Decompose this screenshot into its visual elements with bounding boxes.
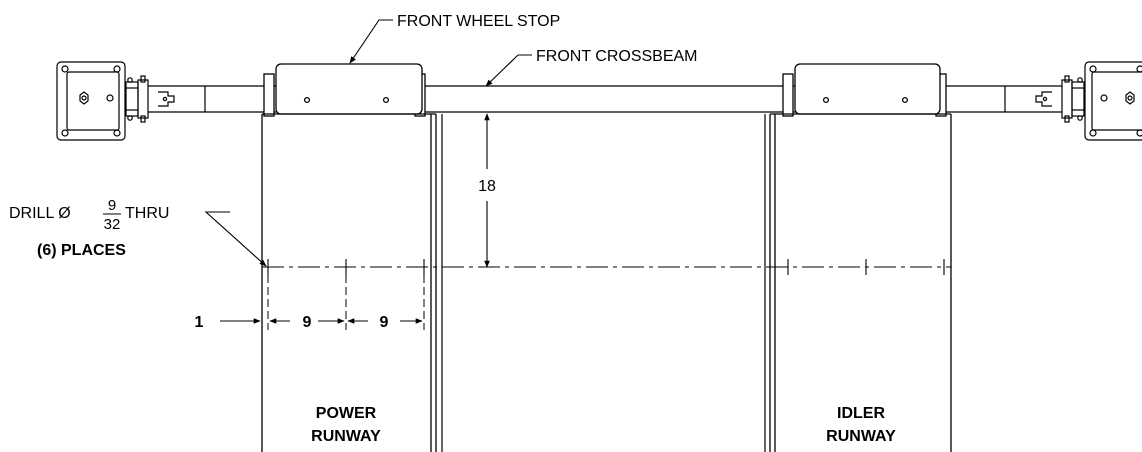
vertical-dimension-value: 18 — [478, 178, 496, 195]
idler-runway-label-2: RUNWAY — [826, 428, 896, 445]
drill-note-prefix: DRILL Ø — [9, 205, 71, 222]
right-mounting-plate — [1084, 61, 1142, 141]
left-clamp-bracket — [125, 75, 206, 123]
edge-offset-value: 1 — [195, 314, 204, 331]
extension-lines — [261, 275, 425, 330]
drill-places-label: (6) PLACES — [37, 242, 126, 259]
front-wheel-stop-right — [782, 63, 947, 117]
right-clamp-bracket — [1004, 75, 1085, 123]
drill-note-suffix: THRU — [125, 205, 169, 222]
callout-leaders — [204, 19, 532, 267]
power-runway-label-2: RUNWAY — [311, 428, 381, 445]
front-wheel-stop-left — [263, 63, 426, 117]
front-crossbeam-label: FRONT CROSSBEAM — [536, 48, 698, 65]
power-runway-label-1: POWER — [316, 405, 377, 422]
drill-fraction-numerator: 9 — [108, 197, 116, 214]
left-mounting-plate — [56, 61, 126, 141]
drill-fraction-denominator: 32 — [104, 216, 121, 233]
hole-spacing-value-1: 9 — [303, 314, 312, 331]
idler-runway — [769, 113, 952, 452]
power-runway — [261, 113, 437, 452]
idler-runway-label-1: IDLER — [837, 405, 885, 422]
hole-spacing-value-2: 9 — [380, 314, 389, 331]
front-wheel-stop-label: FRONT WHEEL STOP — [397, 13, 560, 30]
runway-gap-lines — [441, 114, 766, 452]
drill-hole-marks — [267, 259, 945, 275]
drill-note: DRILL Ø 9 32 THRU (6) PLACES — [9, 197, 169, 259]
